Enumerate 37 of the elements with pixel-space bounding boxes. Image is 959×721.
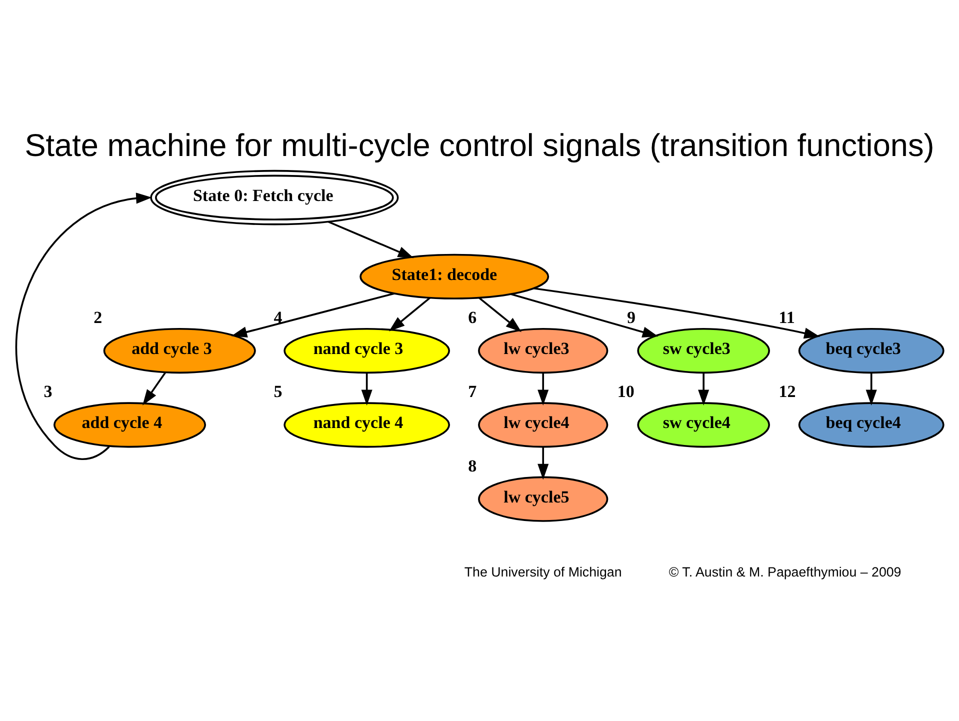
arrow (361, 372, 372, 406)
node-label: 4 (274, 308, 282, 328)
node-ellipse: lw cycle4 (478, 402, 608, 448)
node-label: 11 (778, 308, 795, 328)
node-ellipse: sw cycle4 (637, 402, 770, 448)
node-ellipse: beq cycle4 (798, 402, 944, 448)
node-label: 10 (617, 382, 634, 402)
node-ellipse: State 0: Fetch cycle (150, 170, 399, 226)
arrow (16, 192, 152, 460)
node-ellipse: add cycle 4 (53, 402, 206, 448)
arrow (142, 372, 166, 406)
arrow (538, 372, 549, 406)
node-label: 12 (778, 382, 796, 402)
arrow (538, 446, 549, 480)
node-label: 9 (627, 308, 636, 328)
arrow (534, 287, 820, 339)
node-label: 3 (44, 382, 52, 402)
arrow (478, 297, 522, 332)
arrow (866, 372, 877, 406)
arrow (510, 293, 658, 338)
node-label: 8 (468, 456, 477, 476)
node-label: 5 (274, 382, 282, 402)
node-ellipse: nand cycle 4 (284, 402, 450, 448)
node-label: 2 (94, 308, 102, 328)
arrow (328, 220, 414, 258)
arrow (698, 372, 710, 406)
label: © T. Austin & M. Papaefthymiou – 2009 (668, 564, 902, 580)
node-ellipse: lw cycle3 (478, 328, 608, 374)
node-ellipse: State1: decode (360, 254, 550, 300)
node-ellipse: lw cycle5 (478, 476, 608, 522)
label: The University of Michigan (464, 564, 622, 580)
node-label: 7 (468, 382, 477, 402)
arrow (388, 297, 431, 332)
node-ellipse: nand cycle 3 (284, 328, 450, 374)
diagram-title: State machine for multi-cycle control signals (transition functions) (24, 127, 934, 164)
arrow (231, 292, 395, 338)
node-label: 6 (468, 308, 477, 328)
